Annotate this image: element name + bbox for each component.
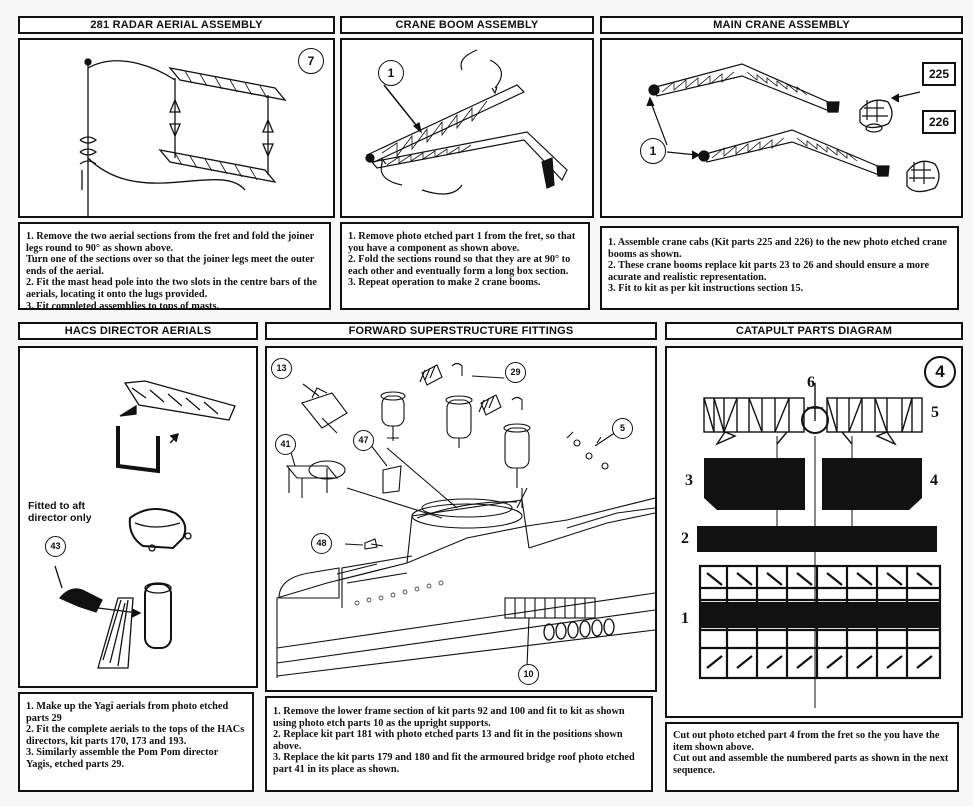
radar-title: 281 RADAR AERIAL ASSEMBLY xyxy=(18,16,335,34)
radar-instructions: 1. Remove the two aerial sections from t… xyxy=(18,222,331,310)
catapult-label-4: 4 xyxy=(930,472,938,489)
forward-step-3: 3. Replace the kit parts 179 and 180 and… xyxy=(273,752,635,775)
catapult-step-1: Cut out photo etched part 4 from the fre… xyxy=(673,730,940,753)
callout-48: 48 xyxy=(311,533,332,554)
main-crane-step-1: 1. Assemble crane cabs (Kit parts 225 an… xyxy=(608,237,947,260)
hacs-step-2: 2. Fit the complete aerials to the tops … xyxy=(26,724,245,747)
radar-step-callout: 7 xyxy=(298,48,324,74)
radar-aerial-drawing xyxy=(79,58,287,216)
hacs-fitted-note: Fitted to aft director only xyxy=(28,500,92,524)
hacs-step-1: 1. Make up the Yagi aerials from photo e… xyxy=(26,701,229,724)
main-crane-drawing xyxy=(646,63,940,193)
crane-boom-figure: 1 xyxy=(340,38,594,218)
hacs-step-3: 3. Similarly assemble the Pom Pom direct… xyxy=(26,747,219,770)
main-crane-step-2: 2. These crane booms replace kit parts 2… xyxy=(608,260,930,283)
main-crane-title: MAIN CRANE ASSEMBLY xyxy=(600,16,963,34)
callout-10: 10 xyxy=(518,664,539,685)
main-crane-callout: 1 xyxy=(640,138,666,164)
forward-title: FORWARD SUPERSTRUCTURE FITTINGS xyxy=(265,322,657,340)
hacs-instructions: 1. Make up the Yagi aerials from photo e… xyxy=(18,692,254,792)
hacs-figure: Fitted to aft director only 43 xyxy=(18,346,258,688)
crane-boom-callout: 1 xyxy=(378,60,404,86)
crane-boom-step-3: 3. Repeat operation to make 2 crane boom… xyxy=(348,277,541,289)
main-crane-instructions: 1. Assemble crane cabs (Kit parts 225 an… xyxy=(600,226,959,310)
callout-13: 13 xyxy=(271,358,292,379)
catapult-label-1: 1 xyxy=(681,610,689,627)
radar-step-1b: Turn one of the sections over so that th… xyxy=(26,254,315,277)
catapult-step-callout: 4 xyxy=(924,356,956,388)
crane-boom-instructions: 1. Remove photo etched part 1 from the f… xyxy=(340,222,590,310)
catapult-label-2: 2 xyxy=(681,530,689,547)
forward-instructions: 1. Remove the lower frame section of kit… xyxy=(265,696,653,792)
main-crane-step-3: 3. Fit to kit as per kit instructions se… xyxy=(608,283,804,295)
superstructure-drawing xyxy=(276,362,655,678)
radar-step-3: 3. Fit completed assemblies to tops of m… xyxy=(26,300,220,310)
catapult-step-2: Cut out and assemble the numbered parts … xyxy=(673,753,949,776)
catapult-instructions: Cut out photo etched part 4 from the fre… xyxy=(665,722,959,792)
callout-47: 47 xyxy=(353,430,374,451)
part-225-tag: 225 xyxy=(922,62,956,86)
crane-boom-title: CRANE BOOM ASSEMBLY xyxy=(340,16,594,34)
catapult-title: CATAPULT PARTS DIAGRAM xyxy=(665,322,963,340)
radar-step-2: 2. Fit the mast head pole into the two s… xyxy=(26,277,317,300)
crane-boom-step-2: 2. Fold the sections round so that they … xyxy=(348,254,571,277)
crane-boom-step-1: 1. Remove photo etched part 1 from the f… xyxy=(348,231,576,254)
forward-step-2: 2. Replace kit part 181 with photo etche… xyxy=(273,729,623,752)
callout-29: 29 xyxy=(505,362,526,383)
forward-step-1: 1. Remove the lower frame section of kit… xyxy=(273,706,625,729)
callout-41: 41 xyxy=(275,434,296,455)
catapult-figure: 4 6 5 3 4 2 1 xyxy=(665,346,963,718)
main-crane-figure: 1 225 226 xyxy=(600,38,963,218)
crane-boom-drawing xyxy=(365,49,568,195)
hacs-title: HACS DIRECTOR AERIALS xyxy=(18,322,258,340)
callout-5: 5 xyxy=(612,418,633,439)
forward-figure: 13 29 41 47 5 48 10 xyxy=(265,346,657,692)
radar-step-1: 1. Remove the two aerial sections from t… xyxy=(26,231,314,254)
catapult-label-3: 3 xyxy=(685,472,693,489)
hacs-callout-43: 43 xyxy=(45,536,66,557)
part-226-tag: 226 xyxy=(922,110,956,134)
catapult-label-5: 5 xyxy=(931,404,939,421)
catapult-label-6: 6 xyxy=(807,374,815,391)
radar-figure: 7 xyxy=(18,38,335,218)
catapult-drawing xyxy=(697,383,942,708)
hacs-aerials-drawing xyxy=(54,380,236,669)
